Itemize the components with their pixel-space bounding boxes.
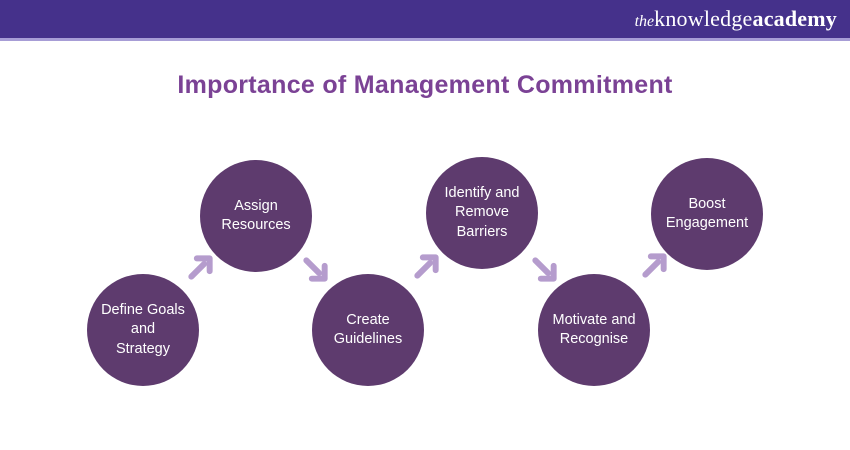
- step-circle-motivate-recognise: Motivate and Recognise: [538, 274, 650, 386]
- step-label: Create Guidelines: [333, 311, 403, 347]
- arrow-up-right-icon: [410, 250, 443, 283]
- page-title: Importance of Management Commitment: [177, 71, 673, 99]
- arrow-up-right-icon: [184, 251, 217, 284]
- brand-logo-the: the: [634, 13, 655, 30]
- header-bar: theknowledgeacademy: [0, 0, 850, 41]
- arrow-up-right-icon: [638, 249, 671, 282]
- step-label: Motivate and Recognise: [552, 311, 636, 347]
- step-circle-create-guidelines: Create Guidelines: [312, 274, 424, 386]
- brand-logo-knowledge: knowledge: [654, 6, 753, 31]
- brand-logo: theknowledgeacademy: [635, 4, 837, 37]
- step-circle-define-goals-strategy: Define Goals and Strategy: [87, 274, 199, 386]
- step-circle-identify-remove-barriers: Identify and Remove Barriers: [426, 157, 538, 269]
- step-circle-assign-resources: Assign Resources: [200, 160, 312, 272]
- step-circle-boost-engagement: Boost Engagement: [651, 158, 763, 270]
- step-label: Define Goals and Strategy: [101, 302, 185, 357]
- arrow-down-right-icon: [299, 253, 332, 286]
- brand-logo-academy: academy: [752, 6, 837, 31]
- step-label: Identify and Remove Barriers: [444, 185, 520, 240]
- step-label: Assign Resources: [221, 197, 291, 233]
- step-label: Boost Engagement: [665, 195, 749, 231]
- arrow-down-right-icon: [528, 253, 561, 286]
